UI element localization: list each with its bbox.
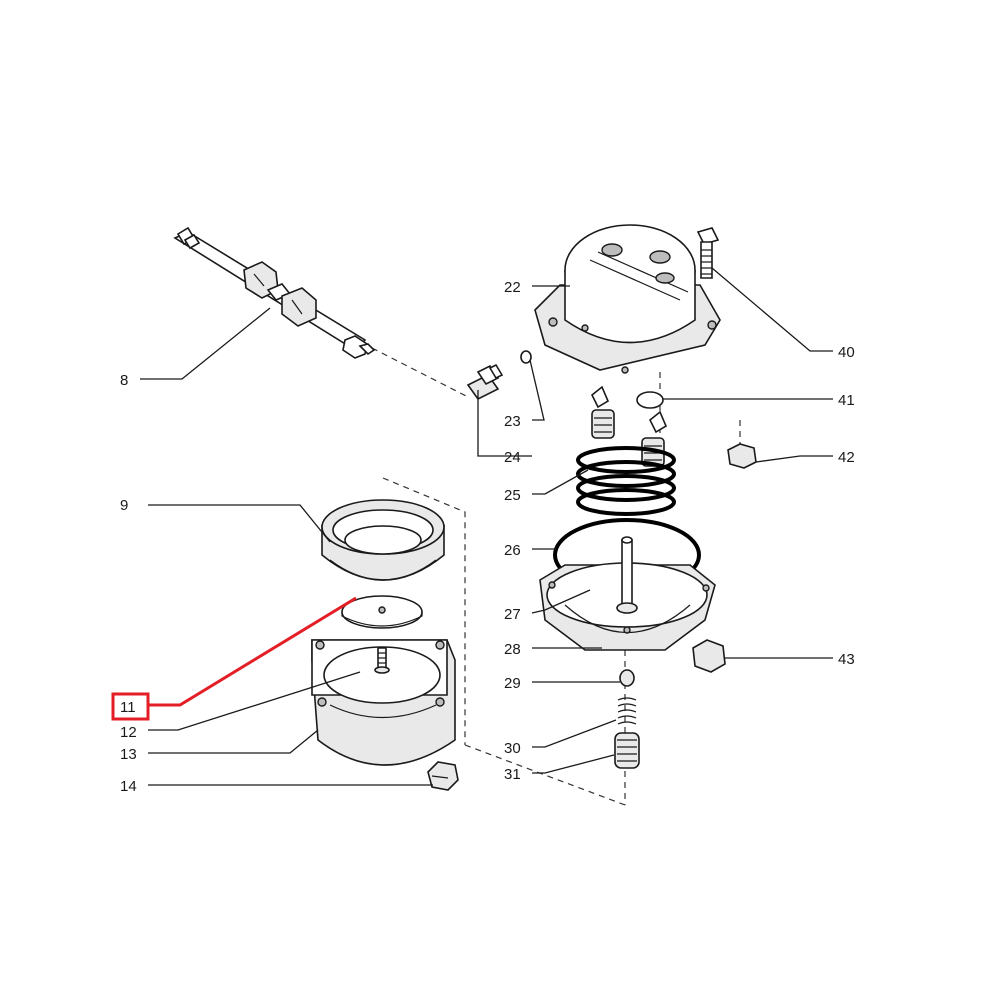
spring-part xyxy=(576,446,676,516)
diaphragm-housing-part xyxy=(539,536,716,651)
lower-valve-parts xyxy=(614,669,640,769)
callout-24: 24 xyxy=(504,449,521,466)
seal-ring-part xyxy=(321,499,445,581)
highlight-box xyxy=(111,692,150,721)
callout-9: 9 xyxy=(120,497,128,514)
callout-8: 8 xyxy=(120,372,128,389)
highlight-callout-11 xyxy=(111,596,357,721)
callout-30: 30 xyxy=(504,740,521,757)
callout-43: 43 xyxy=(838,651,855,668)
callout-28: 28 xyxy=(504,641,521,658)
highlight-leader-line xyxy=(148,596,357,707)
callout-11: 11 xyxy=(120,699,136,716)
bolt-part xyxy=(696,227,720,279)
nut-part-lower xyxy=(692,639,726,673)
callout-40: 40 xyxy=(838,344,855,361)
cap-nut-part xyxy=(427,761,459,791)
callout-29: 29 xyxy=(504,675,521,692)
pipe-assembly-part xyxy=(173,226,376,359)
fitting-part xyxy=(466,363,504,401)
callout-labels: 8 9 11 12 13 14 22 23 24 25 26 27 28 29 … xyxy=(120,279,855,795)
callout-42: 42 xyxy=(838,449,855,466)
callout-27: 27 xyxy=(504,606,521,623)
callout-14: 14 xyxy=(120,778,137,795)
o-ring-part xyxy=(636,391,664,409)
callout-23: 23 xyxy=(504,413,521,430)
callout-13: 13 xyxy=(120,746,137,763)
callout-31: 31 xyxy=(504,766,521,783)
callout-26: 26 xyxy=(504,542,521,559)
callout-22: 22 xyxy=(504,279,521,296)
callout-12: 12 xyxy=(120,724,137,741)
nut-part-upper xyxy=(727,443,757,469)
top-cover-part xyxy=(534,224,721,374)
callout-25: 25 xyxy=(504,487,521,504)
small-o-ring-part xyxy=(520,350,532,364)
leader-lines xyxy=(140,267,833,786)
screw-part xyxy=(374,647,390,674)
lower-housing-part xyxy=(311,639,456,766)
callout-41: 41 xyxy=(838,392,855,409)
diaphragm-disc-part xyxy=(341,595,423,629)
